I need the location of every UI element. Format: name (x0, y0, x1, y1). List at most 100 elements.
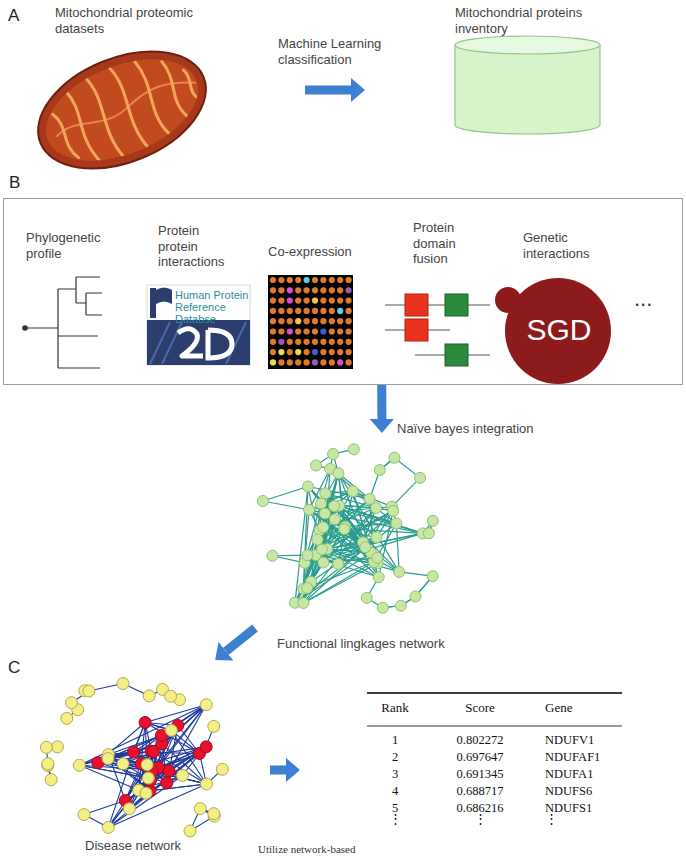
network-link (129, 765, 147, 809)
heatmap-dot (270, 298, 276, 304)
heatmap-dot (312, 298, 318, 304)
candidate-gene-node (201, 778, 213, 790)
heatmap-dot (312, 328, 318, 334)
network-link (327, 511, 393, 549)
heatmap-dot (287, 349, 293, 355)
heatmap-dot (278, 308, 284, 314)
network-node (427, 515, 438, 526)
network-link (303, 508, 376, 603)
candidate-gene-node (184, 825, 196, 837)
node-label: Genetic interactions (523, 230, 603, 261)
disease-gene-node (139, 716, 151, 728)
domain-green (445, 344, 468, 366)
heatmap-dot (329, 277, 335, 283)
phylogeny-node: Phylogenetic profile (16, 223, 116, 383)
flow-arrow (377, 385, 386, 419)
table-cell: Rank (375, 700, 415, 716)
network-node (361, 592, 372, 603)
network-node (348, 444, 359, 455)
inventory-cylinder-shape (455, 36, 600, 134)
heatmap-dot (346, 359, 352, 365)
heatmap-dot (270, 277, 276, 283)
table-cell: Score (440, 700, 520, 716)
heatmap-dot (270, 318, 276, 324)
source-panel: BPhylogenetic profileProtein protein int… (3, 198, 683, 385)
node-label: Mitochondrial proteomic datasets (55, 5, 215, 36)
mito-outer (21, 29, 223, 191)
network-node (339, 524, 350, 535)
heatmap-dot (278, 349, 284, 355)
heatmap-dot (337, 308, 343, 314)
network-link (153, 705, 206, 752)
network-link (79, 705, 206, 766)
network-node (389, 452, 400, 463)
network-node (364, 493, 375, 504)
heatmap-dot (287, 298, 293, 304)
candidate-gene-node (140, 787, 152, 799)
network-node (304, 504, 315, 515)
heatmap-dot (287, 339, 293, 345)
candidate-gene-node (200, 699, 212, 711)
candidate-gene-node (40, 741, 52, 753)
candidate-gene-node (165, 724, 177, 736)
heatmap-dot (278, 339, 284, 345)
network-node (303, 481, 314, 492)
candidate-gene-node (123, 803, 135, 815)
table-top-rule (367, 692, 622, 694)
crista (184, 69, 197, 98)
heatmap-dot (278, 277, 284, 283)
heatmap-dot (278, 318, 284, 324)
node-label: Phylogenetic profile (26, 230, 111, 261)
heatmap-dot (295, 277, 301, 283)
node-label: Protein protein interactions (158, 223, 233, 270)
coexpression-heatmap (268, 275, 353, 369)
network-link (303, 473, 338, 589)
logo-flagpole (150, 288, 156, 318)
heatmap-dot (304, 298, 310, 304)
logo-stripes (150, 322, 246, 364)
heatmap-dot (320, 349, 326, 355)
heatmap-dot (329, 339, 335, 345)
table-cell: NDUFA1 (545, 767, 625, 782)
heatmap-dot (346, 318, 352, 324)
cylinder-body (455, 45, 600, 134)
genetic-interaction-node: Genetic interactionsSGD (499, 226, 629, 376)
network-node (267, 550, 278, 561)
domain-fusion-illustration (385, 294, 490, 366)
disease-gene-node (147, 746, 159, 758)
ellipsis-mark: ... (634, 286, 674, 312)
heatmap-dot (312, 277, 318, 283)
node-label: Co-expression (268, 244, 360, 260)
table-cell: 0.802272 (440, 733, 520, 748)
heatmap-dot (337, 287, 343, 293)
mito-cristae (41, 40, 211, 177)
table-rules (367, 693, 622, 726)
heatmap-dot (295, 308, 301, 314)
heatmap-dot (304, 318, 310, 324)
logo-text: SGD (507, 313, 611, 346)
heatmap-dot (270, 359, 276, 365)
mitochondrion-illustration (21, 29, 223, 191)
domain-red (405, 319, 428, 341)
candidate-gene-node (216, 763, 228, 775)
candidate-gene-node (143, 690, 155, 702)
ranking-table: RankScoreGene10.802272NDUFV120.697647NDU… (300, 685, 625, 835)
flow-arrow (270, 765, 286, 774)
domain-red (405, 294, 428, 316)
heatmap-dot (346, 308, 352, 314)
network-node (423, 528, 434, 539)
heatmap-dot (337, 318, 343, 324)
table-cell: 0.691345 (440, 767, 520, 782)
network-link (84, 801, 125, 815)
heatmap-dot (312, 318, 318, 324)
table-cell: 1 (375, 733, 415, 748)
heatmap-dot (337, 359, 343, 365)
candidate-gene-node (66, 697, 78, 709)
heatmap-dot (287, 277, 293, 283)
disease-gene-node (200, 741, 212, 753)
heatmap-dot (287, 328, 293, 334)
table-cell: 2 (375, 750, 415, 765)
network-link (108, 744, 162, 828)
network-node (328, 448, 339, 459)
candidate-gene-node (176, 769, 188, 781)
